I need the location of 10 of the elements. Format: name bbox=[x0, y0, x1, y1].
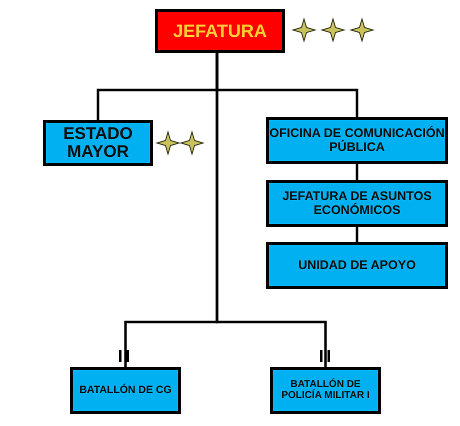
org-box: ESTADO MAYOR bbox=[43, 120, 153, 166]
org-box: JEFATURA DE ASUNTOS ECONÓMICOS bbox=[266, 180, 448, 227]
org-box: BATALLÓN DE CG bbox=[70, 367, 181, 414]
connector-line bbox=[356, 227, 358, 242]
org-box: JEFATURA bbox=[155, 9, 285, 53]
org-box: UNIDAD DE APOYO bbox=[266, 242, 448, 289]
org-box: OFICINA DE COMUNICACIÓN PÚBLICA bbox=[266, 117, 448, 164]
connector-line bbox=[356, 164, 358, 180]
connector-line bbox=[216, 53, 327, 367]
org-box: BATALLÓN DE POLICÍA MILITAR I bbox=[270, 367, 381, 414]
